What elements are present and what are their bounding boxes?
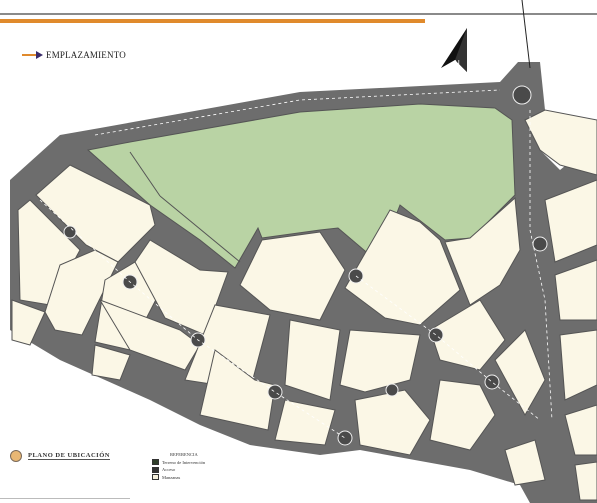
section-title: EMPLAZAMIENTO	[22, 50, 126, 60]
park-area	[86, 103, 516, 269]
block	[524, 109, 597, 176]
legend-label: Terreno de Intervención	[162, 459, 206, 465]
footer-rule	[0, 498, 130, 499]
roundabout	[532, 236, 548, 252]
block	[574, 461, 597, 501]
block	[494, 329, 546, 417]
legend-swatch	[152, 459, 159, 465]
block	[504, 439, 546, 486]
block	[344, 209, 461, 326]
city-blocks	[11, 109, 597, 501]
legend: REFERENCIA Terreno de Intervención Acces…	[152, 452, 205, 482]
block	[429, 299, 506, 371]
header-rule	[0, 13, 597, 15]
block	[239, 231, 346, 321]
north-arrow-icon: N	[441, 28, 467, 72]
roundabout	[337, 430, 353, 446]
block	[91, 344, 131, 381]
block	[35, 164, 156, 263]
location-plan: PLANO DE UBICACIÓN	[10, 450, 110, 462]
roundabout	[512, 85, 532, 105]
legend-title: REFERENCIA	[170, 452, 198, 457]
park-path	[159, 195, 241, 263]
location-plan-label: PLANO DE UBICACIÓN	[28, 452, 110, 460]
roundabout	[385, 383, 399, 397]
arrow-right-icon	[22, 51, 43, 59]
block	[11, 299, 46, 346]
roundabout	[484, 374, 500, 390]
block	[199, 349, 276, 431]
roundabout	[428, 327, 444, 343]
block	[444, 196, 521, 306]
block	[284, 319, 341, 401]
location-dot-icon	[10, 450, 22, 462]
block	[274, 399, 336, 446]
block	[98, 299, 201, 371]
block	[429, 379, 496, 451]
title-label: EMPLAZAMIENTO	[46, 50, 126, 60]
legend-item: Acceso	[152, 466, 205, 473]
legend-item: Manzanas	[152, 474, 205, 480]
legend-label: Acceso	[162, 467, 176, 472]
block	[564, 404, 597, 456]
roundabout	[267, 384, 283, 400]
road-markings	[39, 89, 553, 439]
park-path	[129, 151, 161, 197]
header-accent-bar	[0, 19, 425, 23]
legend-label: Manzanas	[162, 474, 181, 480]
legend-swatch	[152, 466, 159, 473]
roundabout	[63, 225, 77, 239]
block	[544, 179, 597, 263]
legend-item: Terreno de Intervención	[152, 459, 205, 465]
legend-swatch	[152, 474, 159, 480]
block	[559, 329, 597, 401]
svg-text:N: N	[454, 59, 460, 68]
block	[554, 259, 597, 321]
